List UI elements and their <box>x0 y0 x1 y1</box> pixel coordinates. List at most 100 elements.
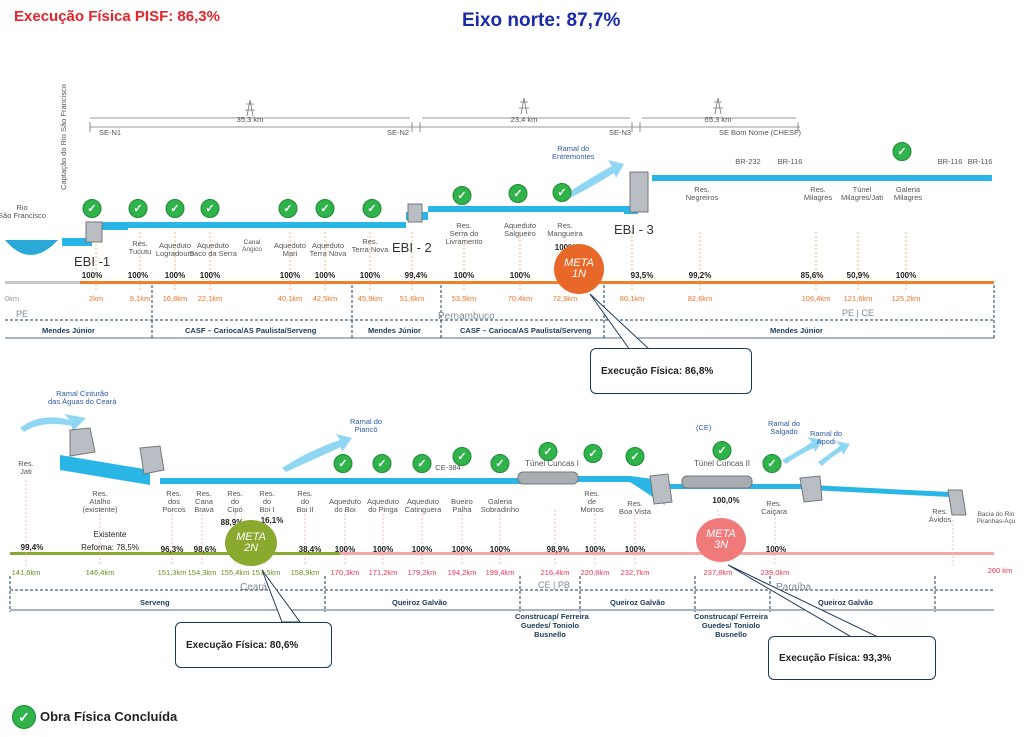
meta-1n-badge: META 1N <box>554 244 604 294</box>
pct-top-3: 100% <box>199 271 221 280</box>
tunel-cuncas1-label: Túnel Cuncas I <box>525 459 579 468</box>
segment-top-3: CASF – Carioca/AS Paulista/Serveng <box>460 326 592 335</box>
km-bot-3: 154,3km <box>187 568 217 577</box>
aqueduto-mari-label: Aqueduto Mari <box>273 241 307 258</box>
km-top-2: 9,1km <box>129 294 151 303</box>
aqueduto-catinguera-label: Aqueduto Catinguera <box>404 497 442 514</box>
segment-top-0: Mendes Júnior <box>42 326 95 335</box>
pct-bot-11: 100% <box>624 545 646 554</box>
eixo-norte-title: Eixo norte: 87,7% <box>462 10 621 31</box>
reforma-label: Reforma: 78,5% <box>81 543 139 552</box>
existente-label: Existente <box>93 530 127 539</box>
check-icon: ✓ <box>452 447 472 466</box>
bueiro-palha-label: Bueiro Palha <box>451 497 473 514</box>
km-top-14: 106,4km <box>801 294 831 303</box>
galeria-milagres-label: Galeria Milagres <box>893 185 923 202</box>
km-top-8: 51,6km <box>399 294 425 303</box>
pct-top-6: 100% <box>359 271 381 280</box>
km-top-15: 121,6km <box>843 294 873 303</box>
check-icon: ✓ <box>712 441 732 460</box>
check-icon: ✓ <box>583 444 603 463</box>
ce-tag: (CE) <box>696 423 712 432</box>
km-top-10: 70,4km <box>507 294 533 303</box>
meta-3n-badge: META 3N <box>696 518 746 562</box>
km-bot-10: 194,2km <box>447 568 477 577</box>
check-icon: ✓ <box>762 454 782 473</box>
pct-bot-9: 98,9% <box>546 545 570 554</box>
res-jati-label: Res. Jati <box>18 459 34 476</box>
pct-top-14: 100% <box>895 271 917 280</box>
check-icon: ✓ <box>412 454 432 473</box>
pct-top-8: 100% <box>453 271 475 280</box>
ramal-cinturao-label: Ramal Cinturão das Águas do Ceará <box>48 389 117 407</box>
cipo-percent: 88,9% <box>220 518 244 527</box>
span-2: 23,4 km <box>510 115 538 124</box>
span-1: 35,3 km <box>236 115 264 124</box>
km-top-13: 82,6km <box>687 294 713 303</box>
km-bot-1: 146,4km <box>85 568 115 577</box>
res-tucutu-label: Res. Tucutu <box>128 239 152 256</box>
br116-c-label: BR-116 <box>967 157 993 166</box>
aqueduto-terra-nova-label: Aqueduto Terra Nova <box>309 241 347 258</box>
res-avidos-label: Res. Ávidos <box>928 507 952 524</box>
ramal-entremontes-label: Ramal do Entremontes <box>552 144 595 162</box>
callout-meta-1n: Execução Física: 86,8% <box>590 348 752 394</box>
ramal-apodi-label: Ramal do Apodi <box>810 429 843 447</box>
res-boi2-label: Res. do Boi II <box>296 489 314 514</box>
pct-top-0: 100% <box>81 271 103 280</box>
check-icon: ✓ <box>452 186 472 205</box>
km-bot-2: 151,3km <box>157 568 187 577</box>
km-top-3: 16,8km <box>162 294 188 303</box>
segment-bot-2: Construcap/ Ferreira Guedes/ Toniolo Bus… <box>515 612 589 639</box>
substation-se-n1: SE-N1 <box>98 128 122 137</box>
pct-bot-8: 100% <box>489 545 511 554</box>
state-paraiba: Paraíba <box>776 582 812 593</box>
check-icon: ✓ <box>128 199 148 218</box>
check-icon: ✓ <box>625 447 645 466</box>
rio-sao-francisco-label: Rio São Francisco <box>0 203 46 220</box>
km-bot-4: 155,4km <box>220 568 250 577</box>
pct-bot-3: 38,4% <box>298 545 322 554</box>
aqueduto-boi-label: Aqueduto do Boi <box>328 497 362 514</box>
pct-bot-4: 100% <box>334 545 356 554</box>
pct-bot-0: 99,4% <box>20 543 44 552</box>
aqueduto-saco-label: Aqueduto Saco da Serra <box>189 241 237 258</box>
res-caicara-label: Res. Caiçara <box>761 499 787 516</box>
state-pe-ce: PE | CE <box>842 308 874 318</box>
res-atalho-label: Res. Atalho (existente) <box>82 489 118 514</box>
meta-2n-line1: META <box>236 531 266 543</box>
check-icon: ✓ <box>82 199 102 218</box>
res-boi1-label: Res. do Boi I <box>259 489 275 514</box>
pct-top-2: 100% <box>164 271 186 280</box>
ramal-pianco-label: Ramal do Piancó <box>350 417 383 435</box>
br116-b-label: BR-116 <box>937 157 963 166</box>
pct-top-10: 93,5% <box>630 271 654 280</box>
km-top-16: 125,2km <box>891 294 921 303</box>
br116-a-label: BR-116 <box>777 157 803 166</box>
segment-bot-1: Queiroz Galvão <box>392 598 448 607</box>
pct-top-1: 100% <box>127 271 149 280</box>
segment-bot-5: Queiroz Galvão <box>818 598 874 607</box>
meta-3n-line2: 3N <box>713 539 729 551</box>
meta-1n-line2: 1N <box>571 268 587 280</box>
pct-bot-6: 100% <box>411 545 433 554</box>
callout-meta-3n: Execução Física: 93,3% <box>768 636 936 680</box>
pct-top-7: 99,4% <box>404 271 428 280</box>
segment-bot-4: Construcap/ Ferreira Guedes/ Toniolo Bus… <box>694 612 768 639</box>
res-cana-label: Res. Cana Brava <box>194 489 214 514</box>
pct-top-9: 100% <box>509 271 531 280</box>
res-terra-nova-label: Res. Terra Nova <box>351 237 389 254</box>
br232-label: BR-232 <box>735 157 761 166</box>
meta-1n-line1: META <box>564 257 594 269</box>
segment-top-2: Mendes Júnior <box>368 326 421 335</box>
pct-bot-10: 100% <box>584 545 606 554</box>
segment-bot-3: Queiroz Galvão <box>610 598 666 607</box>
km-bot-16: 239,0km <box>760 568 790 577</box>
check-icon: ✓ <box>508 184 528 203</box>
check-icon: ✓ <box>333 454 353 473</box>
check-icon: ✓ <box>362 199 382 218</box>
km-top-0: 0km <box>4 294 20 303</box>
km-top-9: 53,5km <box>451 294 477 303</box>
res-morros-label: Res. de Morros <box>580 489 604 514</box>
